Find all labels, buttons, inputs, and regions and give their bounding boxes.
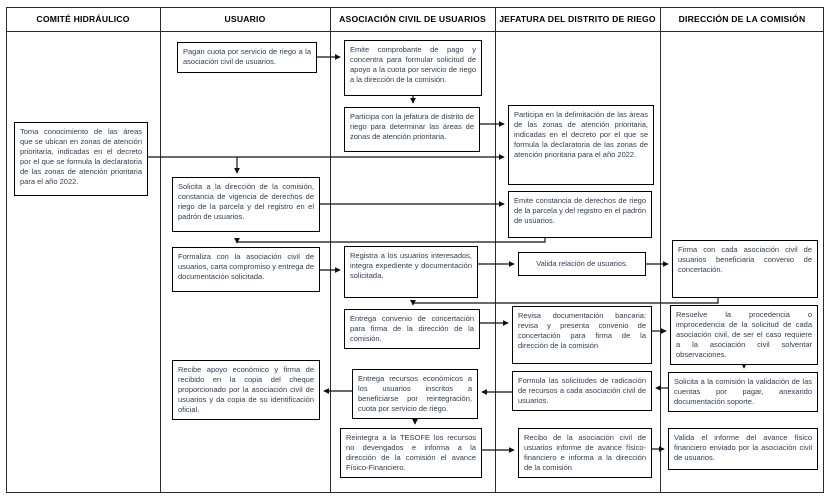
flow-step-recibo-informe: Recibo de la asociación civil de usuario…: [518, 428, 652, 479]
flow-step-revisa-documentacion: Revisa documentación bancaria: revisa y …: [512, 306, 652, 364]
flow-step-entrega-convenio: Entrega convenio de concertación para fi…: [344, 309, 480, 350]
flow-step-valida-informe: Valida el informe del avance físico fina…: [668, 428, 818, 470]
flow-step-solicita-constancia: Solicita a la dirección de la comisión, …: [172, 177, 320, 232]
flow-step-solicita-validacion: Solicita a la comisión la validación de …: [668, 372, 818, 413]
flow-step-valida-relacion: Valida relación de usuarios.: [518, 252, 646, 276]
lane-header-usuario: USUARIO: [160, 8, 330, 31]
flow-step-formula-solicitudes: Formula las solicitudes de radicación de…: [512, 371, 652, 412]
table-outer-border: [6, 7, 824, 493]
lane-divider: [660, 7, 661, 493]
lane-header-comite-hidraulico: COMITÉ HIDRÁULICO: [6, 8, 160, 31]
flow-step-toma-conocimiento: Toma conocimiento de las áreas que se ub…: [14, 122, 148, 196]
lane-header-label: ASOCIACIÓN CIVIL DE USUARIOS: [339, 13, 486, 24]
lane-header-label: USUARIO: [224, 13, 266, 24]
lane-header-label: DIRECCIÓN DE LA COMISIÓN: [678, 13, 806, 24]
lane-header-jefatura-distrito: JEFATURA DEL DISTRITO DE RIEGO: [495, 8, 660, 31]
flow-step-pagan-cuota: Pagan cuota por servicio de riego a la a…: [177, 42, 317, 73]
lane-header-label: COMITÉ HIDRÁULICO: [36, 13, 130, 24]
flow-step-registra-usuarios: Registra a los usuarios interesados, int…: [344, 246, 478, 298]
lane-header-asociacion-civil: ASOCIACIÓN CIVIL DE USUARIOS: [330, 8, 495, 31]
flow-step-reintegra-tesofe: Reintegra a la TESOFE los recursos no de…: [340, 428, 482, 479]
lane-divider: [495, 7, 496, 493]
flow-step-participa-jefatura: Participa con la jefatura de distrito de…: [344, 107, 480, 152]
flow-step-emite-constancia: Emite constancia de derechos de riego de…: [508, 191, 652, 238]
lane-divider: [330, 7, 331, 493]
flow-step-recibe-apoyo: Recibe apoyo económico y firma de recibi…: [172, 360, 320, 421]
header-divider: [6, 31, 824, 32]
lane-header-direccion-comision: DIRECCIÓN DE LA COMISIÓN: [660, 8, 824, 31]
lane-header-label: JEFATURA DEL DISTRITO DE RIEGO: [499, 13, 656, 24]
flow-step-firma-convenio: Firma con cada asociación civil de usuar…: [672, 240, 818, 298]
lane-divider: [160, 7, 161, 493]
flow-step-resuelve-procedencia: Resuelve la procedencia o improcedencia …: [670, 305, 818, 366]
flow-step-entrega-recursos: Entrega recursos económicos a los usuari…: [352, 369, 478, 420]
flow-step-participa-delimitacion: Participa en la delimitación de las área…: [508, 105, 654, 185]
flow-step-formaliza-carta: Formaliza con la asociación civil de usu…: [172, 247, 320, 292]
flow-step-emite-comprobante: Emite comprobante de pago y concentra pa…: [344, 40, 482, 96]
